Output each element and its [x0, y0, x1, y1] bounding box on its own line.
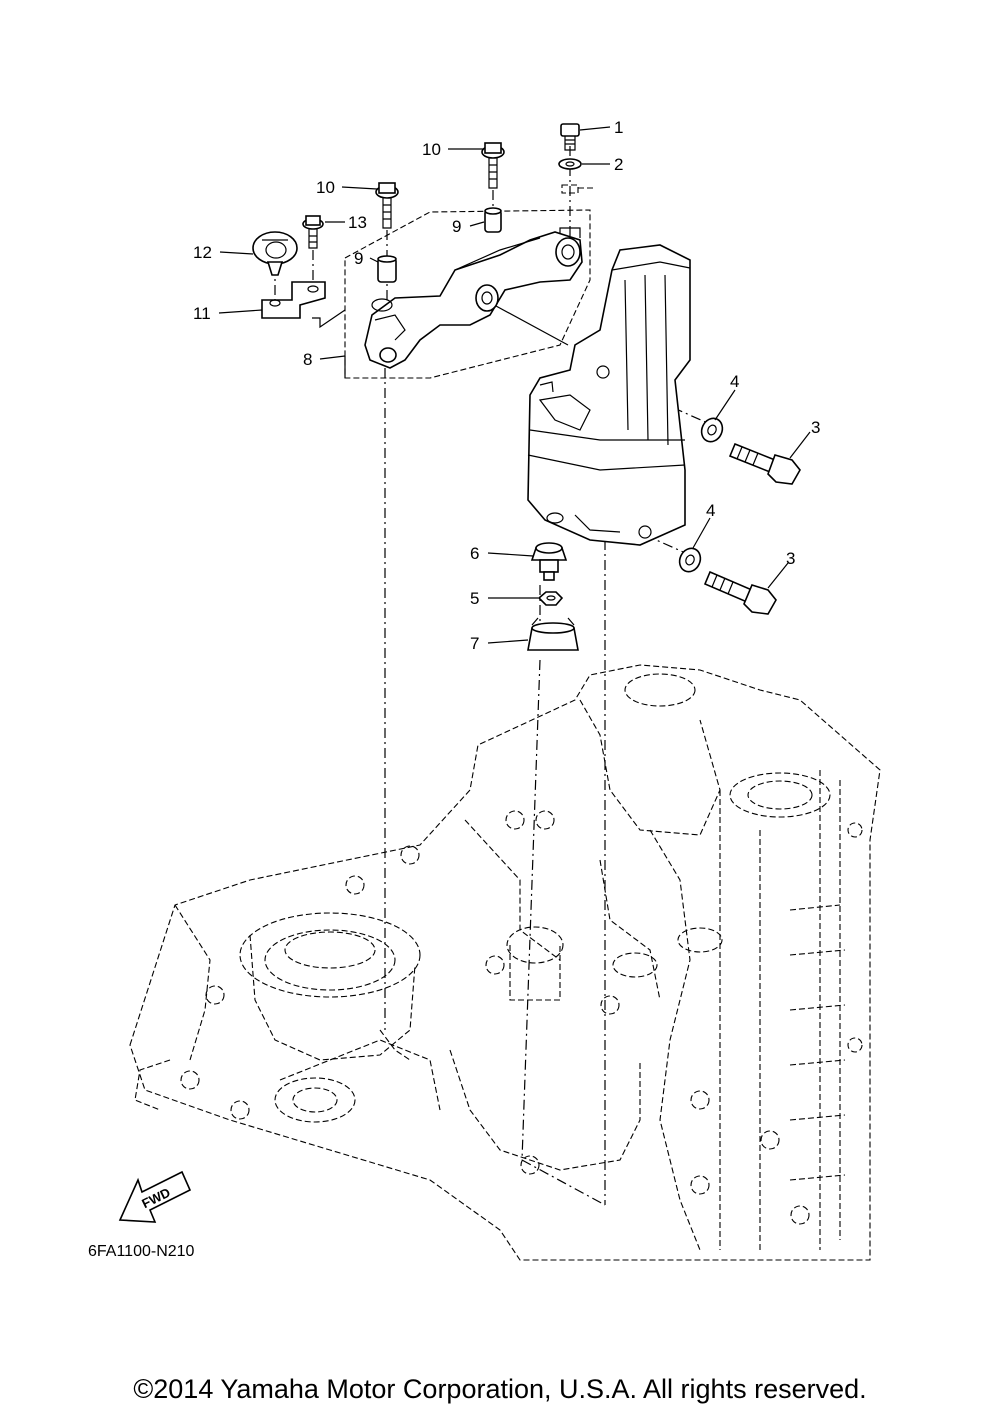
callout-labels: 1 2 3 3 4 4 5 6 7 8 9 9 10 10 11 12 13 [193, 118, 820, 653]
copyright-notice: ©2014 Yamaha Motor Corporation, U.S.A. A… [133, 1374, 867, 1404]
callout-8: 8 [303, 350, 312, 369]
fwd-arrow-icon: FWD [118, 1170, 192, 1223]
leader-lines [218, 126, 811, 644]
callout-1: 1 [614, 118, 623, 137]
part-9-collar-lower [377, 255, 397, 283]
callout-6: 6 [470, 544, 479, 563]
part-7-boot [527, 617, 579, 651]
part-10-bolt-lower [375, 182, 399, 229]
starter-motor [527, 244, 691, 546]
part-3-bolt-upper [728, 442, 801, 485]
callout-10-upper: 10 [422, 140, 441, 159]
callout-5: 5 [470, 589, 479, 608]
part-11-plate [261, 281, 346, 329]
part-3-bolt-lower [703, 570, 777, 615]
callout-2: 2 [614, 155, 623, 174]
part-1-bolt [560, 123, 580, 151]
callout-10-lower: 10 [316, 178, 335, 197]
part-4-washer-lower [678, 547, 702, 573]
callout-3-upper: 3 [811, 418, 820, 437]
part-13-bolt [302, 215, 324, 249]
part-6-fitting [530, 542, 568, 581]
callout-11: 11 [193, 304, 211, 323]
callout-9-lower: 9 [354, 249, 363, 268]
bracket-assembly [344, 209, 591, 379]
callout-4-lower: 4 [706, 501, 715, 520]
callout-9-upper: 9 [452, 217, 461, 236]
part-2-washer [558, 158, 582, 170]
callout-13: 13 [348, 213, 367, 232]
part-12-clip [252, 231, 298, 276]
callout-7: 7 [470, 634, 479, 653]
callout-4-upper: 4 [730, 372, 739, 391]
part-10-bolt-upper [481, 142, 505, 189]
engine-block [129, 664, 881, 1261]
part-9-collar-upper [484, 207, 502, 233]
diagram-code: 6FA1100-N210 [88, 1243, 195, 1260]
callout-12: 12 [193, 243, 212, 262]
part-4-washer-upper [700, 417, 724, 443]
part-5-nut [537, 591, 564, 606]
callout-3-lower: 3 [786, 549, 795, 568]
